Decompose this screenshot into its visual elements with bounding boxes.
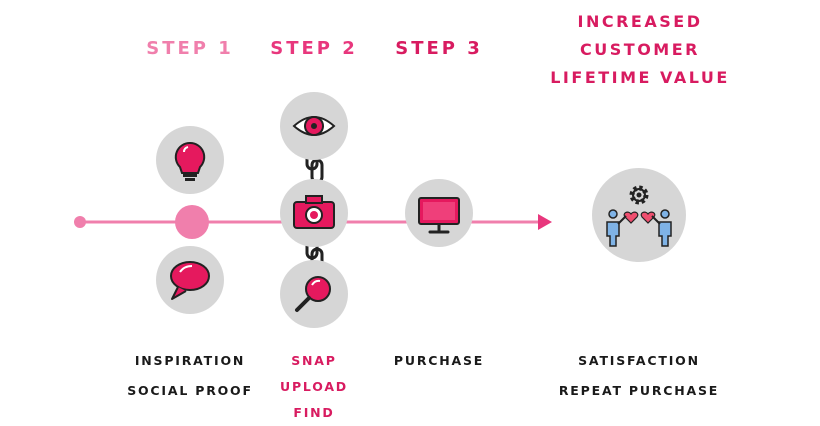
step3-labels: PURCHASE: [394, 348, 484, 374]
magnifier-icon: [280, 260, 348, 328]
step2-labels: SNAP UPLOAD FIND: [280, 348, 348, 426]
camera-icon: [280, 179, 348, 247]
lightbulb-icon: [156, 126, 224, 194]
step3-title: STEP 3: [395, 38, 483, 59]
label-satisfaction: SATISFACTION: [578, 353, 700, 368]
goal-title-line: INCREASED: [577, 12, 703, 31]
label-purchase: PURCHASE: [393, 353, 485, 368]
people-hearts-gear-icon: [592, 168, 686, 262]
step1-title: STEP 1: [146, 38, 234, 59]
monitor-icon: [405, 179, 473, 247]
step1-labels: INSPIRATION SOCIAL PROOF: [127, 348, 253, 404]
goal-title-line: LIFETIME VALUE: [550, 68, 730, 87]
label-upload: UPLOAD: [280, 379, 348, 394]
label-inspiration: INSPIRATION: [134, 353, 246, 368]
arrow-head-icon: [538, 214, 552, 230]
eye-icon: [280, 92, 348, 160]
label-snap: SNAP: [291, 353, 337, 368]
timeline-step1-node: [175, 205, 209, 239]
label-find: FIND: [293, 405, 335, 420]
goal-title-line: CUSTOMER: [580, 40, 700, 59]
goal-labels: SATISFACTION REPEAT PURCHASE: [559, 348, 719, 404]
label-repeat-purchase: REPEAT PURCHASE: [558, 383, 720, 398]
goal-title: INCREASED CUSTOMER LIFETIME VALUE: [550, 8, 730, 92]
speech-bubble-icon: [156, 246, 224, 314]
label-social-proof: SOCIAL PROOF: [127, 383, 253, 398]
timeline-start-dot: [74, 216, 86, 228]
step2-title: STEP 2: [270, 38, 358, 59]
